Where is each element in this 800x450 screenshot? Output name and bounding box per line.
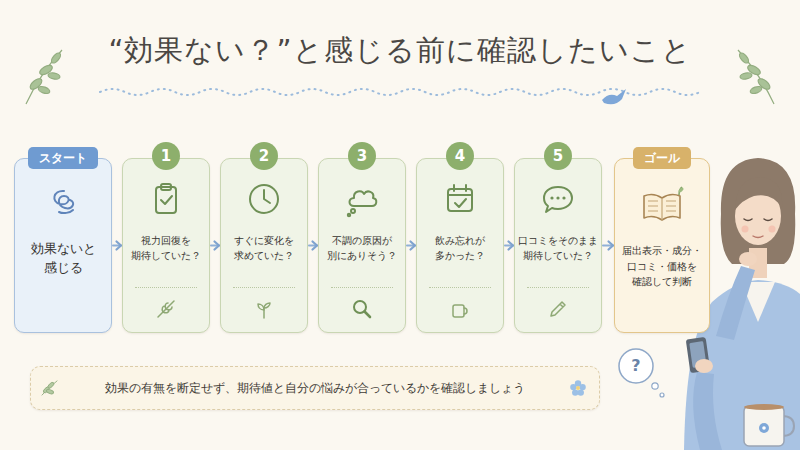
- dotted-divider: [429, 287, 491, 288]
- step-number: 3: [348, 142, 376, 170]
- box-text: 口コミをそのまま 期待していた？: [516, 233, 600, 263]
- flow-arrow: [505, 242, 513, 250]
- arrow-head: [609, 242, 614, 250]
- step-number: 1: [152, 142, 180, 170]
- leaf-sprig-left: [26, 50, 62, 104]
- note-text: 効果の有無を断定せず、期待値と自分の悩みが合っているかを確認しましょう: [105, 381, 525, 396]
- cal-icon-svg: [440, 179, 480, 219]
- mug-icon: [448, 297, 472, 321]
- clip-icon-svg: [146, 179, 186, 219]
- step-box: 2すぐに変化を 求めていた？: [220, 158, 308, 333]
- sprout-icon: [252, 297, 276, 321]
- cloud-icon: [342, 179, 382, 219]
- flower-icon-svg: [567, 377, 589, 399]
- dotted-divider: [331, 287, 393, 288]
- sprig-icon: [154, 297, 178, 321]
- flow-arrow: [407, 242, 415, 250]
- chat-icon: [538, 179, 578, 219]
- mug: [744, 404, 794, 446]
- arrow-head: [117, 242, 122, 250]
- cal-icon: [440, 179, 480, 219]
- page-title: “効果ない？”と感じる前に確認したいこと: [0, 30, 800, 70]
- stage-tab: ゴール: [633, 147, 691, 169]
- step-number: 5: [544, 142, 572, 170]
- start-box: スタート効果ないと 感じる: [14, 158, 112, 333]
- flow-arrow: [113, 242, 121, 250]
- lens-icon-svg: [350, 297, 374, 321]
- clock-icon-svg: [244, 179, 284, 219]
- box-text: すぐに変化を 求めていた？: [222, 233, 306, 263]
- mug-icon-svg: [448, 297, 472, 321]
- pencil-icon: [546, 297, 570, 321]
- stage-tab: スタート: [28, 147, 98, 169]
- step-box: 3不調の原因が 別にありそう？: [318, 158, 406, 333]
- chat-icon-svg: [538, 179, 578, 219]
- sprig-icon-svg: [154, 297, 178, 321]
- thought-bubble: [619, 349, 664, 397]
- step-number: 4: [446, 142, 474, 170]
- lens-icon: [350, 297, 374, 321]
- dotted-divider: [135, 287, 197, 288]
- arrow-head: [215, 242, 220, 250]
- box-text: 効果ないと 感じる: [16, 239, 110, 278]
- goal-box: ゴール届出表示・成分・ 口コミ・価格を 確認して判断: [614, 158, 710, 333]
- step-number: 2: [250, 142, 278, 170]
- step-box: 4飲み忘れが 多かった？: [416, 158, 504, 333]
- step-box: 5口コミをそのまま 期待していた？: [514, 158, 602, 333]
- box-text: 不調の原因が 別にありそう？: [320, 233, 404, 263]
- bird: [602, 89, 626, 104]
- wavy-dotted-rule: [100, 89, 700, 95]
- flow-arrow: [211, 242, 219, 250]
- box-text: 視力回復を 期待していた？: [124, 233, 208, 263]
- pencil-icon-svg: [546, 297, 570, 321]
- flower-icon: [567, 377, 589, 399]
- label-text: ?: [624, 354, 648, 378]
- box-text: 飲み忘れが 多かった？: [418, 233, 502, 263]
- sprout-icon-svg: [252, 297, 276, 321]
- cloud-icon-svg: [342, 179, 382, 219]
- flow-arrow: [309, 242, 317, 250]
- leaf-icon: [39, 377, 61, 399]
- clip-icon: [146, 179, 186, 219]
- clock-icon: [244, 179, 284, 219]
- box-text: 届出表示・成分・ 口コミ・価格を 確認して判断: [616, 243, 708, 290]
- dotted-divider: [527, 287, 589, 288]
- swirl-icon-svg: [43, 181, 83, 221]
- book-icon: [639, 185, 685, 225]
- note-band: 効果の有無を断定せず、期待値と自分の悩みが合っているかを確認しましょう: [30, 366, 600, 410]
- dotted-divider: [233, 287, 295, 288]
- arrow-head: [411, 242, 416, 250]
- book-icon-svg: [639, 185, 685, 225]
- flow-arrow: [603, 242, 613, 250]
- arrow-head: [313, 242, 318, 250]
- leaf-sprig-right: [738, 50, 774, 104]
- arrow-head: [509, 242, 514, 250]
- leaf-icon-svg: [39, 377, 61, 399]
- swirl-icon: [43, 181, 83, 221]
- step-box: 1視力回復を 期待していた？: [122, 158, 210, 333]
